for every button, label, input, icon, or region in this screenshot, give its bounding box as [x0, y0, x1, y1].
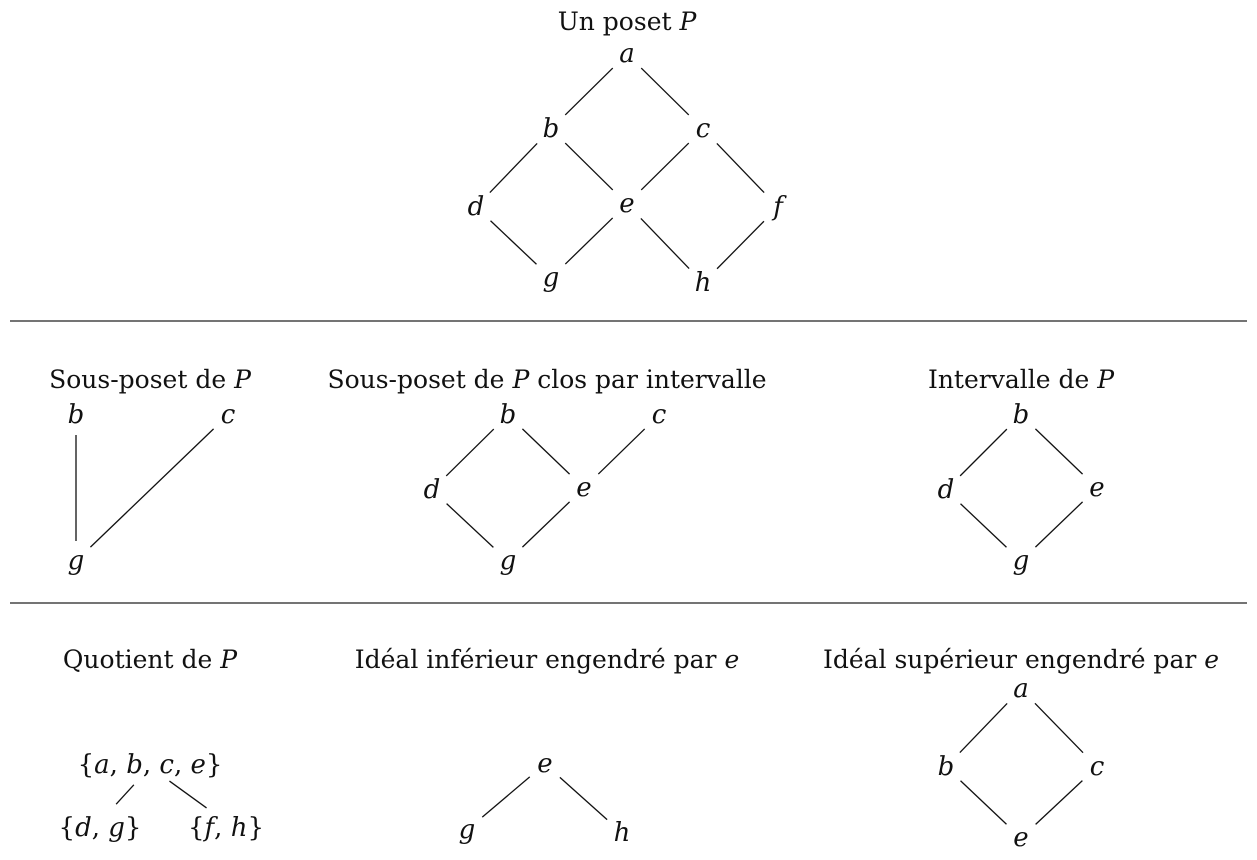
panel-title-after: clos par intervalle: [529, 365, 766, 394]
edge-c-e: [640, 142, 690, 191]
node-b: b: [543, 114, 560, 144]
edge-e-g: [564, 217, 614, 265]
panel-title-math: e: [724, 645, 739, 674]
node-h: h: [695, 268, 712, 298]
panel-title-math: P: [511, 365, 530, 394]
panel-title: Un poset P: [558, 7, 698, 36]
node-e: e: [576, 473, 591, 503]
panel-title-text: Un poset: [558, 7, 680, 36]
edge-c-f: [716, 142, 765, 194]
panel-title-math: P: [219, 645, 238, 674]
node-c: c: [696, 114, 711, 144]
panel-convex-subposet: Sous-poset de P clos par intervalle b c d e g: [327, 365, 766, 576]
panel-title-text: Sous-poset de: [49, 365, 234, 394]
edge-top-right: [169, 780, 207, 809]
node-e: e: [1013, 823, 1028, 853]
panel-title-text: Intervalle de: [928, 365, 1097, 394]
panel-title: Idéal supérieur engendré par e: [823, 645, 1219, 674]
edge-b-d: [445, 428, 495, 477]
panel-title: Intervalle de P: [928, 365, 1115, 394]
edge-d-g: [490, 220, 537, 265]
node-b: b: [500, 400, 517, 430]
node-f: f: [771, 192, 787, 222]
node-a: a: [1013, 674, 1029, 704]
node-left: {d, g}: [59, 813, 142, 843]
node-right: {f, h}: [188, 813, 264, 843]
node-g: g: [459, 815, 476, 845]
edge-c-e: [1035, 780, 1083, 825]
node-e: e: [619, 189, 634, 219]
panel-title-text: Idéal supérieur engendré par: [823, 645, 1204, 674]
node-g: g: [68, 546, 85, 576]
panel-title-math: e: [1204, 645, 1219, 674]
panel-title-math: P: [1096, 365, 1115, 394]
edge-b-e: [564, 142, 614, 191]
edge-e-h: [640, 217, 690, 270]
node-b: b: [1013, 400, 1030, 430]
edge-f-h: [716, 220, 765, 270]
edge-b-d: [959, 428, 1008, 477]
node-top: {a, b, c, e}: [78, 750, 223, 780]
edge-e-g: [521, 501, 571, 548]
panel-title-math: P: [678, 7, 697, 36]
edge-c-e: [597, 428, 646, 475]
node-g: g: [543, 263, 560, 293]
node-d: d: [424, 475, 441, 505]
node-e: e: [537, 749, 552, 779]
node-d: d: [468, 192, 485, 222]
node-b: b: [68, 400, 85, 430]
node-c: c: [1090, 752, 1105, 782]
node-c: c: [652, 400, 667, 430]
edge-a-c: [640, 67, 690, 116]
edge-d-g: [446, 503, 494, 548]
edge-top-left: [115, 784, 135, 805]
edge-e-g: [481, 776, 531, 818]
edge-d-g: [960, 503, 1007, 548]
panel-title-text: Idéal inférieur engendré par: [355, 645, 725, 674]
edge-b-e: [1034, 428, 1084, 475]
edge-a-b: [959, 702, 1008, 754]
edge-b-d: [489, 142, 538, 194]
panel-title-text: Sous-poset de: [327, 365, 512, 394]
edge-c-g: [89, 428, 215, 548]
node-d: d: [938, 475, 955, 505]
edge-b-e: [521, 428, 571, 475]
panel-title: Idéal inférieur engendré par e: [355, 645, 740, 674]
edge-a-c: [1034, 702, 1084, 754]
edge-b-e: [960, 780, 1007, 825]
node-g: g: [500, 546, 517, 576]
panel-quotient: Quotient de P {a, b, c, e} {d, g} {f, h}: [59, 645, 264, 843]
edge-a-b: [564, 67, 614, 116]
panel-title: Quotient de P: [63, 645, 238, 674]
node-h: h: [614, 818, 631, 848]
panel-title-text: Quotient de: [63, 645, 220, 674]
node-g: g: [1013, 546, 1030, 576]
panel-title-math: P: [233, 365, 252, 394]
edge-e-h: [559, 776, 608, 821]
panel-title: Sous-poset de P: [49, 365, 252, 394]
node-b: b: [938, 752, 955, 782]
node-c: c: [221, 400, 236, 430]
panel-title: Sous-poset de P clos par intervalle: [327, 365, 766, 394]
edge-e-g: [1034, 501, 1084, 548]
node-a: a: [619, 39, 635, 69]
node-e: e: [1089, 473, 1104, 503]
